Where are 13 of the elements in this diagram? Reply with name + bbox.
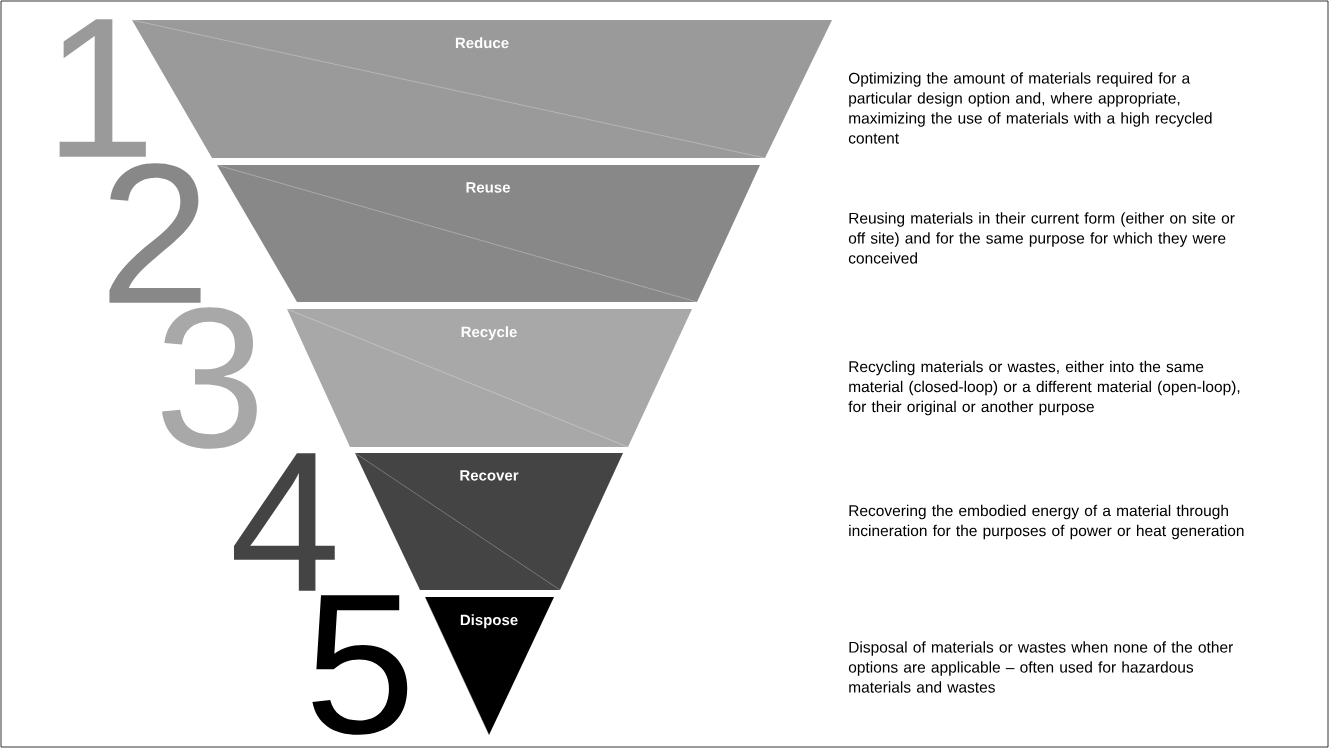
description-text: Optimizing the amount of materials required for a particular design option and, where appropriate, maximizing the use of materials with a high recycled content bbox=[848, 72, 1212, 144]
funnel-band: Recycle bbox=[286, 308, 692, 448]
step-number: 2 bbox=[109, 163, 201, 303]
step-number: 5 bbox=[312, 595, 408, 735]
description-text: Reusing materials in their current form (either on site or off site) and for the same purpose for which they were conceived bbox=[848, 212, 1235, 264]
funnel-band: Reuse bbox=[216, 164, 760, 303]
step-number: 3 bbox=[162, 307, 257, 449]
description-text: Recycling materials or wastes, either into the same material (closed-loop) or a different material (open-loop), for their original or another purpose bbox=[848, 360, 1240, 416]
funnel-band: Recover bbox=[354, 452, 623, 591]
funnel-band: Dispose bbox=[424, 596, 554, 736]
description-text: Disposal of materials or wastes when none of the other options are applicable – often used for hazardous materials and wastes bbox=[848, 641, 1233, 693]
step-number: 4 bbox=[234, 453, 335, 591]
description-text: Recovering the embodied energy of a material through incineration for the purposes of power or heat generation bbox=[849, 504, 1244, 540]
